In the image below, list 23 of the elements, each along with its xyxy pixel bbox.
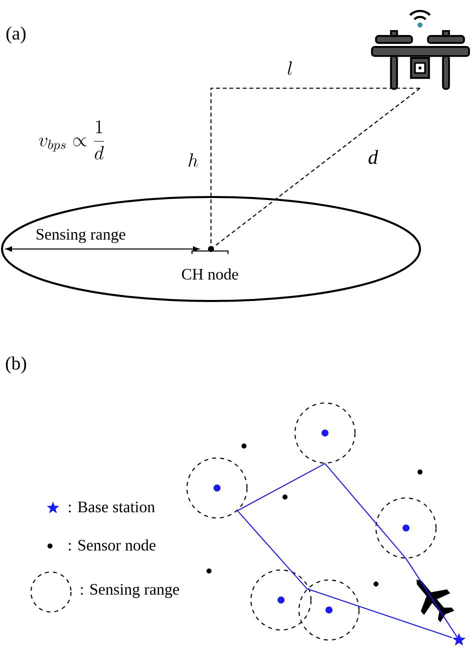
panel-label: (a) <box>6 26 26 44</box>
node-caption: CH node <box>182 268 238 280</box>
legend-label: : Base station <box>68 502 155 512</box>
legend-label: : Sensing range <box>80 584 180 598</box>
height-label: $h$ <box>188 153 198 167</box>
panel-label: (b) <box>6 356 26 374</box>
route-line <box>406 558 458 638</box>
route-line <box>237 463 326 512</box>
rate-formula: $v_{bps} \propto \frac{1}{d}$ <box>39 120 104 160</box>
drone-drawing <box>371 10 470 90</box>
cluster-circle <box>250 569 312 631</box>
route-line <box>237 510 308 590</box>
range-label: Sensing range <box>36 228 126 244</box>
edge-label: d <box>366 148 380 166</box>
cluster-circle <box>298 579 360 641</box>
route-line <box>324 463 406 559</box>
route-line <box>306 588 452 638</box>
base-station-star <box>452 633 466 646</box>
length-label: $l$ <box>288 61 292 75</box>
cluster-circle <box>294 402 356 464</box>
cluster-circle <box>375 497 437 559</box>
cluster-circle <box>186 457 248 519</box>
legend-label: : Sensor node <box>68 539 156 551</box>
